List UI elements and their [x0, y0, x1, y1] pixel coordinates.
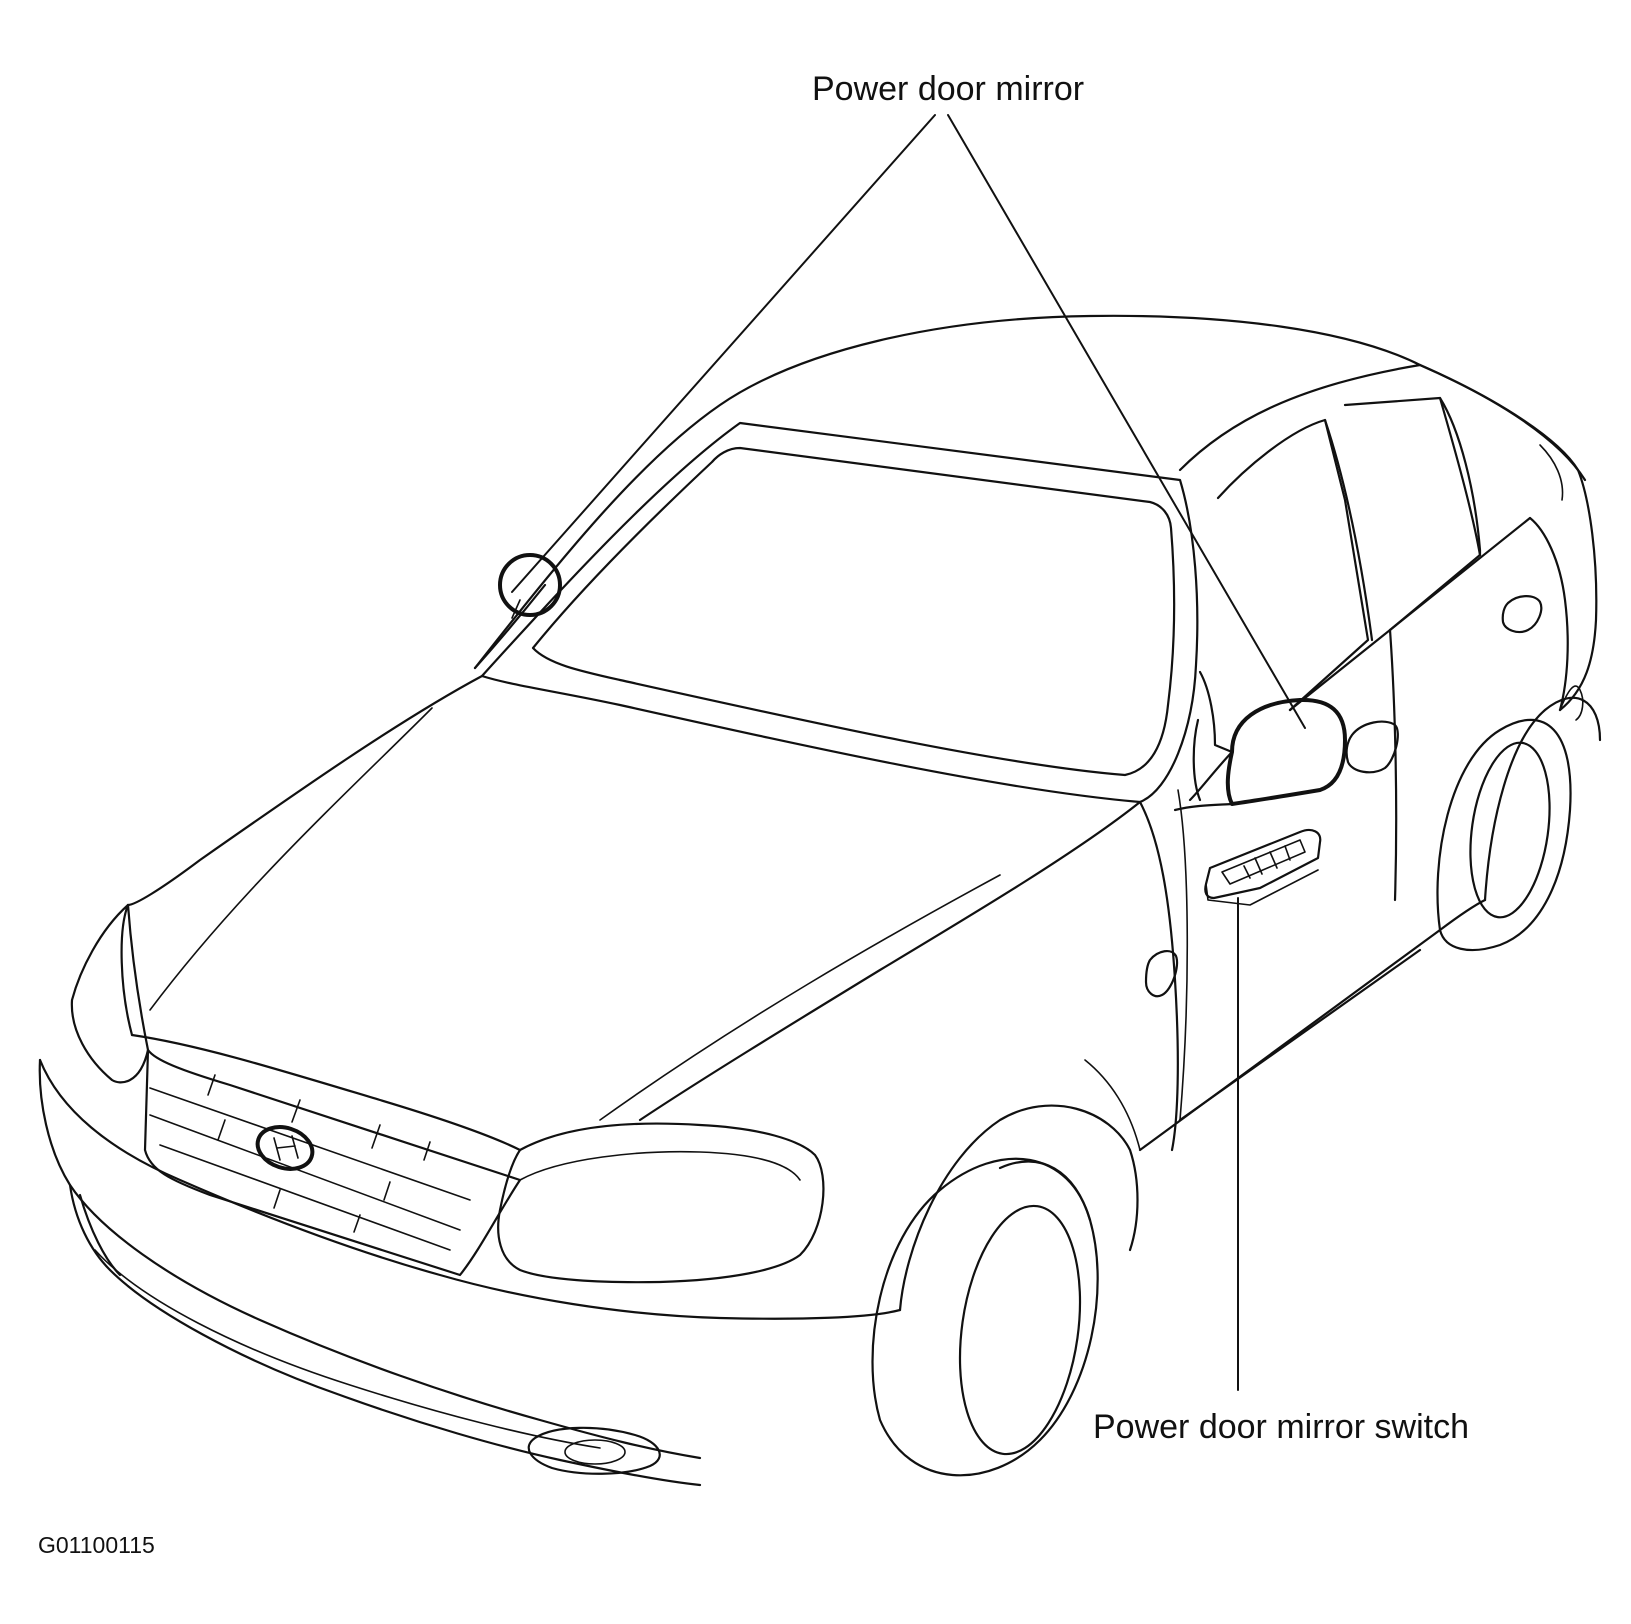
- c-pillar: [1438, 396, 1482, 557]
- leader-lines: [511, 114, 1306, 1391]
- front-door-rear-edge: [1388, 628, 1398, 902]
- door-shut-line: [1177, 789, 1189, 1121]
- fog-lamp: [527, 1426, 661, 1475]
- switch-face: [1221, 839, 1306, 885]
- front-tire-outer: [871, 1157, 1099, 1477]
- rear-door-handle: [1501, 595, 1543, 634]
- leader-line-right-mirror: [947, 114, 1306, 729]
- rear-lamp-edge: [1539, 444, 1564, 501]
- hood-crease-left: [149, 707, 433, 1011]
- windshield-frame-outer: [480, 421, 1199, 804]
- power-door-mirror-switch-label: Power door mirror switch: [1093, 1408, 1469, 1446]
- left-a-pillar: [473, 583, 547, 670]
- right-headlight-inner: [519, 1150, 801, 1181]
- hyundai-logo-icon: [255, 1125, 315, 1171]
- front-bumper-lower: [68, 1183, 702, 1487]
- rear-wheel-arch: [1483, 696, 1602, 902]
- rear-bumper-corner: [1559, 685, 1584, 721]
- right-power-door-mirror: [1225, 697, 1347, 806]
- hood-outline: [126, 674, 484, 907]
- door-bottom-line: [1178, 948, 1422, 1122]
- roof-line: [473, 314, 1587, 670]
- hood-right-edge: [638, 800, 1142, 1122]
- power-door-mirror-label: Power door mirror: [812, 70, 1085, 108]
- grille-bar-2: [149, 1114, 461, 1231]
- car-body: [38, 314, 1602, 1487]
- front-fender-rear-edge: [1138, 800, 1179, 1152]
- right-mirror-mount: [1192, 718, 1202, 802]
- front-wheel-rim: [958, 1204, 1082, 1456]
- left-fender-line: [120, 903, 134, 1037]
- left-mirror-stalk: [511, 599, 521, 619]
- front-wheel-arch: [898, 1104, 1139, 1312]
- fog-lamp-lens: [564, 1439, 626, 1465]
- roof-rear-edge: [1178, 363, 1422, 472]
- rear-shoulder: [1528, 516, 1569, 712]
- b-pillar: [1323, 418, 1374, 642]
- logo-h-mark: [273, 1135, 299, 1161]
- front-bumper-top: [38, 1058, 902, 1320]
- left-fog-recess: [78, 1193, 122, 1277]
- front-fender-lip: [1084, 1059, 1141, 1151]
- left-headlight: [70, 903, 150, 1084]
- window-belt-line: [1288, 516, 1532, 712]
- left-power-door-mirror: [498, 553, 562, 617]
- right-headlight: [497, 1122, 825, 1284]
- rear-wheel-rim: [1469, 741, 1551, 919]
- switch-buttons: [1243, 845, 1291, 879]
- right-mirror-base: [1198, 670, 1234, 754]
- front-tire-inner: [998, 1160, 1092, 1222]
- leader-line-left-mirror: [511, 114, 936, 593]
- front-door-handle: [1345, 720, 1399, 774]
- rear-quarter: [1418, 363, 1598, 712]
- switch-lower-edge: [1205, 869, 1319, 906]
- grille-slats: [207, 1074, 431, 1233]
- rear-tire-outer: [1436, 718, 1572, 952]
- power-door-mirror-switch: [1204, 828, 1322, 900]
- figure-code: G01100115: [38, 1532, 155, 1558]
- front-bumper-face: [38, 1058, 702, 1460]
- side-marker: [1144, 950, 1179, 998]
- hood-crease-right: [599, 874, 1001, 1121]
- bumper-valance: [94, 1249, 601, 1449]
- windshield-glass: [531, 446, 1176, 777]
- hood-front-edge: [130, 1033, 522, 1152]
- grille-bar-3: [159, 1144, 451, 1251]
- right-mirror-arm: [1188, 750, 1234, 802]
- mirror-sail: [1173, 802, 1234, 812]
